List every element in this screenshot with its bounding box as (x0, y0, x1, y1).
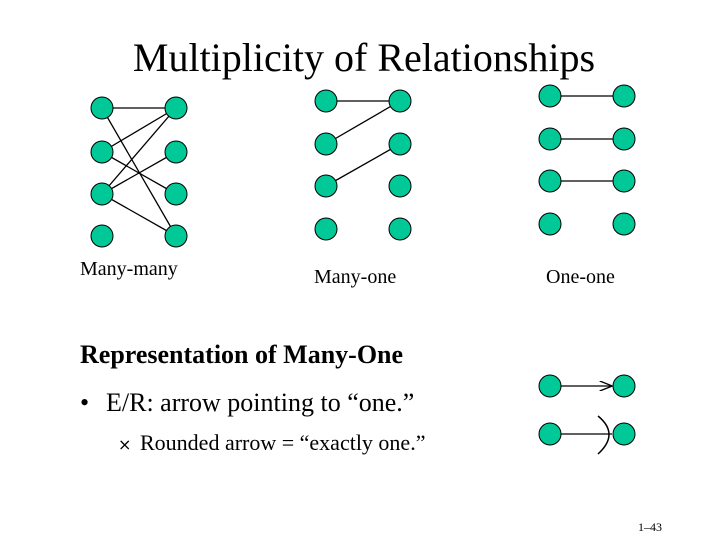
entity-node (164, 224, 188, 248)
entity-node (314, 217, 338, 241)
edge (101, 107, 177, 153)
entity-node (388, 132, 412, 156)
entity-node (314, 89, 338, 113)
arrow-example (538, 374, 636, 398)
edge (101, 151, 177, 195)
section-heading: Representation of Many-One (80, 340, 404, 369)
entity-node (90, 140, 114, 164)
rounded-arrowhead-icon (597, 415, 610, 455)
entity-node (388, 217, 412, 241)
entity-node (314, 174, 338, 198)
bullet-marker: • (80, 388, 90, 417)
entity-node (164, 140, 188, 164)
entity-node (164, 96, 188, 120)
entity-node (90, 182, 114, 206)
rounded-arrow-example (538, 415, 636, 455)
entity-node (538, 212, 562, 236)
edge (325, 143, 401, 187)
slide-title: Multiplicity of Relationships (132, 35, 596, 80)
entity-node (90, 96, 114, 120)
entity-node (90, 224, 114, 248)
page-number: 1–43 (638, 520, 662, 534)
edge (325, 100, 401, 145)
entity-node (164, 182, 188, 206)
many-one-diagram (314, 89, 412, 241)
caption-many-one: Many-one (314, 266, 397, 288)
caption-many-many: Many-many (80, 258, 178, 280)
edge (101, 107, 177, 237)
entity-node (612, 212, 636, 236)
caption-one-one: One-one (546, 266, 615, 288)
bullet-item: • E/R: arrow pointing to “one.” (80, 388, 414, 418)
entity-node (612, 374, 636, 398)
sub-bullet-marker: × (118, 435, 132, 454)
entity-node (612, 422, 636, 446)
sub-bullet-item: × Rounded arrow = “exactly one.” (118, 430, 425, 458)
entity-node (388, 174, 412, 198)
bullet-text: E/R: arrow pointing to “one.” (106, 388, 415, 417)
entity-node (538, 374, 562, 398)
many-many-diagram (90, 96, 188, 248)
entity-node (314, 132, 338, 156)
edge (101, 193, 177, 237)
entity-node (612, 169, 636, 193)
edge (101, 107, 177, 195)
entity-node (388, 89, 412, 113)
sub-bullet-text: Rounded arrow = “exactly one.” (140, 430, 426, 455)
entity-node (612, 127, 636, 151)
entity-node (538, 169, 562, 193)
entity-node (538, 422, 562, 446)
one-one-diagram (538, 84, 636, 236)
entity-node (538, 84, 562, 108)
entity-node (612, 84, 636, 108)
entity-node (538, 127, 562, 151)
